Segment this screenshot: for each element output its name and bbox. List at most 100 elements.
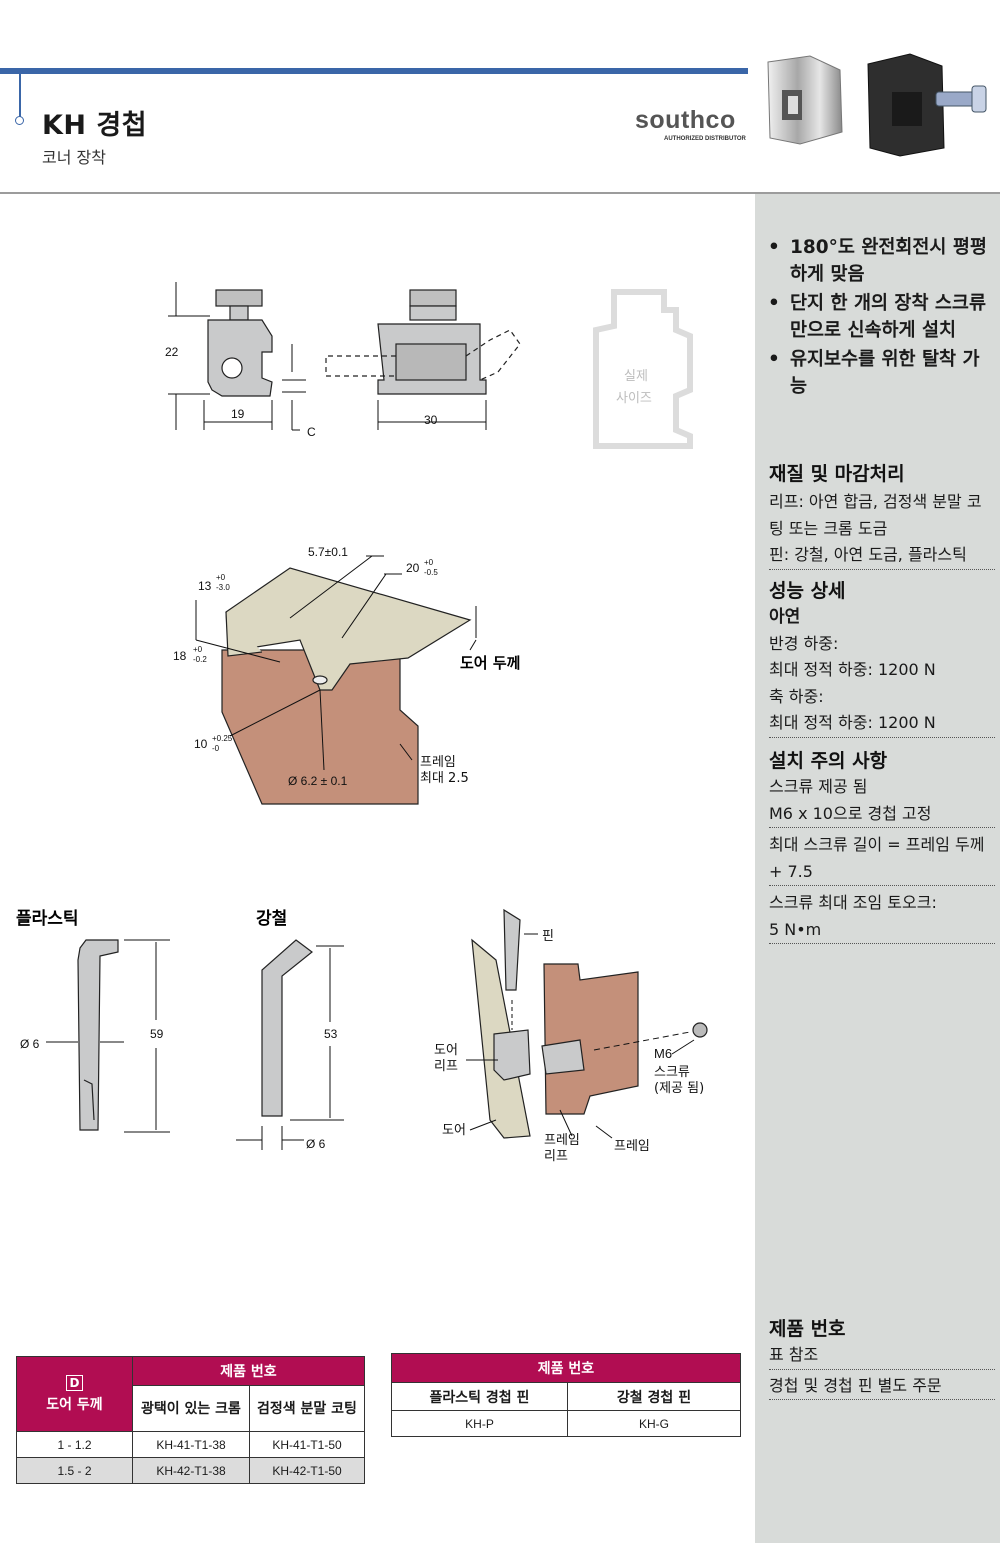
table-row: 1.5 - 2 KH-42-T1-38 KH-42-T1-50 (16, 1457, 365, 1484)
dim-22: 22 (165, 345, 179, 359)
table-cell: KH-42-T1-38 (132, 1457, 250, 1484)
pin-part-table: 제품 번호 플라스틱 경첩 핀 강철 경첩 핀 KH-P KH-G (391, 1353, 741, 1437)
screw-label-1: 스크류 (654, 1065, 690, 1080)
page-title: KH 경첩 (42, 110, 148, 141)
frame-label: 프레임 (420, 755, 456, 770)
dim-10: 10 (194, 737, 208, 751)
steel-pin-dia: Ø 6 (306, 1137, 326, 1151)
install-line: 스크류 제공 됨 (769, 777, 868, 796)
page-subtitle: 코너 장착 (42, 148, 106, 167)
plastic-label: 플라스틱 (16, 909, 79, 929)
dim-20-tol-top: +0 (424, 558, 434, 567)
feature-item: 유지보수를 위한 탈착 가능 (768, 346, 993, 400)
dim-13-tol-bot: -3.0 (216, 583, 230, 592)
frame-leaf-label-1: 프레임 (544, 1133, 580, 1148)
dim-6-2: Ø 6.2 ± 0.1 (288, 774, 348, 788)
table-cell: KH-P (391, 1410, 568, 1437)
install-line: 최대 스크류 길이 = 프레임 두께 + 7.5 (769, 832, 995, 886)
zinc-label: 아연 (769, 607, 801, 627)
dim-13: 13 (198, 579, 212, 593)
technical-drawings: 22 19 C 30 실제 사이즈 5.7±0.1 20 +0 -0 (16, 282, 708, 1164)
plastic-pin (77, 939, 119, 1131)
dim-19: 19 (231, 407, 245, 421)
steel-label: 강철 (256, 909, 287, 929)
plastic-pin-dia: Ø 6 (20, 1037, 40, 1051)
part-number-header: 제품 번호 (132, 1355, 365, 1387)
frame-max-label: 최대 2.5 (420, 771, 469, 786)
feature-list: 180°도 완전회전시 평평하게 맞음 단지 한 개의 장착 스크류만으로 신속… (768, 234, 993, 402)
sidebar-panel (755, 194, 1000, 1543)
dim-5-7: 5.7±0.1 (308, 545, 348, 559)
material-title: 재질 및 마감처리 (769, 463, 905, 485)
title-marker-line (19, 74, 21, 118)
install-line: M6 x 10으로 경첩 고정 (769, 801, 995, 828)
material-line: 리프: 아연 합금, 검정색 분말 코팅 또는 크롬 도금 (769, 492, 982, 538)
part-line: 표 참조 (769, 1342, 995, 1370)
dim-59: 59 (150, 1027, 164, 1041)
screw-label-2: (제공 됨) (654, 1081, 704, 1096)
hinge-front-view (377, 289, 487, 395)
table-cell: KH-42-T1-50 (249, 1457, 365, 1484)
table-row: 1 - 1.2 KH-41-T1-38 KH-41-T1-50 (16, 1431, 365, 1458)
door-thickness-header: D 도어 두께 (16, 1356, 133, 1432)
dim-c: C (307, 425, 316, 439)
dim-13-tol-top: +0 (216, 573, 226, 582)
brand-logo: southco (635, 106, 736, 134)
install-line: 스크류 최대 조임 토오크: (769, 893, 937, 912)
table-cell: KH-G (567, 1410, 741, 1437)
assembly-drawing (471, 908, 708, 1139)
black-header: 검정색 분말 코팅 (249, 1385, 365, 1432)
part-number-title: 제품 번호 (769, 1318, 846, 1340)
performance-text: 아연 반경 하중: 최대 정적 하중: 1200 N 축 하중: 최대 정적 하… (769, 604, 995, 738)
black-hinge-photo (867, 53, 987, 157)
table-cell: 1 - 1.2 (16, 1431, 133, 1458)
d-icon: D (65, 1374, 84, 1391)
material-text: 리프: 아연 합금, 검정색 분말 코팅 또는 크롬 도금 핀: 강철, 아연 … (769, 489, 995, 570)
header-divider (0, 192, 1000, 194)
brand-subtext: AUTHORIZED DISTRIBUTOR (664, 136, 746, 142)
perf-line: 최대 정적 하중: 1200 N (769, 660, 936, 679)
material-line: 핀: 강철, 아연 도금, 플라스틱 (769, 542, 995, 570)
table-cell: KH-41-T1-50 (249, 1431, 365, 1458)
dim-18-tol-bot: -0.2 (193, 655, 207, 664)
title-marker-dot (15, 116, 24, 125)
hinge-part-table: D 도어 두께 제품 번호 광택이 있는 크롬 검정색 분말 코팅 1 - 1.… (16, 1355, 365, 1484)
chrome-hinge-photo (767, 55, 843, 145)
door-label: 도어 (442, 1123, 466, 1138)
steel-pin-header: 강철 경첩 핀 (567, 1382, 741, 1411)
actual-size-label-2: 사이즈 (616, 391, 652, 406)
steel-pin (261, 939, 313, 1117)
dim-20-tol-bot: -0.5 (424, 568, 438, 577)
side-dims (168, 282, 306, 431)
dim-18: 18 (173, 649, 187, 663)
feature-item: 180°도 완전회전시 평평하게 맞음 (768, 234, 993, 288)
door-thickness-header-label: 도어 두께 (46, 1396, 103, 1413)
hinge-side-view (207, 289, 273, 397)
table-cell: KH-41-T1-38 (132, 1431, 250, 1458)
install-line: 5 N•m (769, 917, 995, 944)
m6-label: M6 (654, 1046, 672, 1061)
performance-title: 성능 상세 (769, 580, 846, 602)
dim-10-tol-top: +0.25 (212, 734, 233, 743)
frame-assembly-label: 프레임 (614, 1139, 650, 1154)
table-cell: 1.5 - 2 (16, 1457, 133, 1484)
dim-53: 53 (324, 1027, 338, 1041)
plastic-pin-header: 플라스틱 경첩 핀 (391, 1382, 568, 1411)
header-rule (0, 68, 748, 74)
pin-part-number-header: 제품 번호 (391, 1353, 741, 1383)
install-title: 설치 주의 사항 (769, 750, 888, 772)
door-leaf-label-1: 도어 (434, 1043, 458, 1058)
actual-size-silhouette (593, 289, 693, 449)
feature-item: 단지 한 개의 장착 스크류만으로 신속하게 설치 (768, 290, 993, 344)
chrome-header: 광택이 있는 크롬 (132, 1385, 250, 1432)
perf-line: 최대 정적 하중: 1200 N (769, 710, 995, 738)
part-line: 경첩 및 경첩 핀 별도 주문 (769, 1373, 995, 1400)
dim-10-tol-bot: -0 (212, 744, 220, 753)
product-photos (767, 53, 987, 157)
dim-30: 30 (424, 413, 438, 427)
frame-leaf-label-2: 리프 (544, 1149, 568, 1164)
pin-label: 핀 (542, 929, 554, 944)
table-row: KH-P KH-G (391, 1410, 741, 1437)
door-leaf-label-2: 리프 (434, 1059, 458, 1074)
dim-18-tol-top: +0 (193, 645, 203, 654)
